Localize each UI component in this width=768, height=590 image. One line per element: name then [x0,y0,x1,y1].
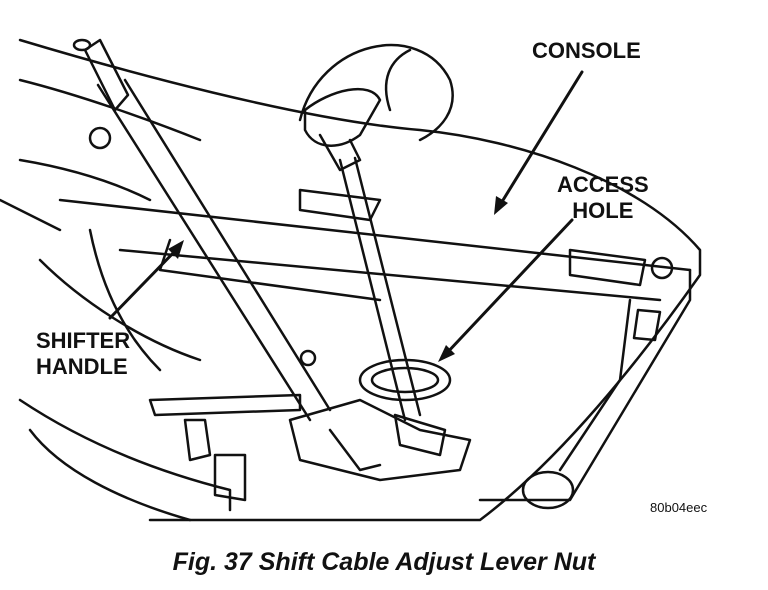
access-hole-leader [443,218,574,357]
console-body [0,38,702,522]
shifter-leader [108,246,180,320]
shifter-handle [72,38,332,422]
console-leader [498,70,584,207]
ratchet-wrench [298,43,454,422]
access-hole-label-line1: ACCESS [557,172,649,197]
shifter-handle-label-line1: SHIFTER [36,328,131,353]
access-hole-label: ACCESS HOLE [557,172,649,224]
shifter-handle-label-line2: HANDLE [36,354,128,379]
access-hole-label-line2: HOLE [572,198,634,223]
arrow-heads [168,196,508,362]
figure-code: 80b04eec [650,500,708,515]
figure-caption: Fig. 37 Shift Cable Adjust Lever Nut [172,548,596,576]
leader-arrows [108,70,584,357]
access-hole-mechanism [148,358,575,510]
shifter-handle-label: SHIFTER HANDLE [36,328,130,380]
console-label: CONSOLE [532,38,641,63]
